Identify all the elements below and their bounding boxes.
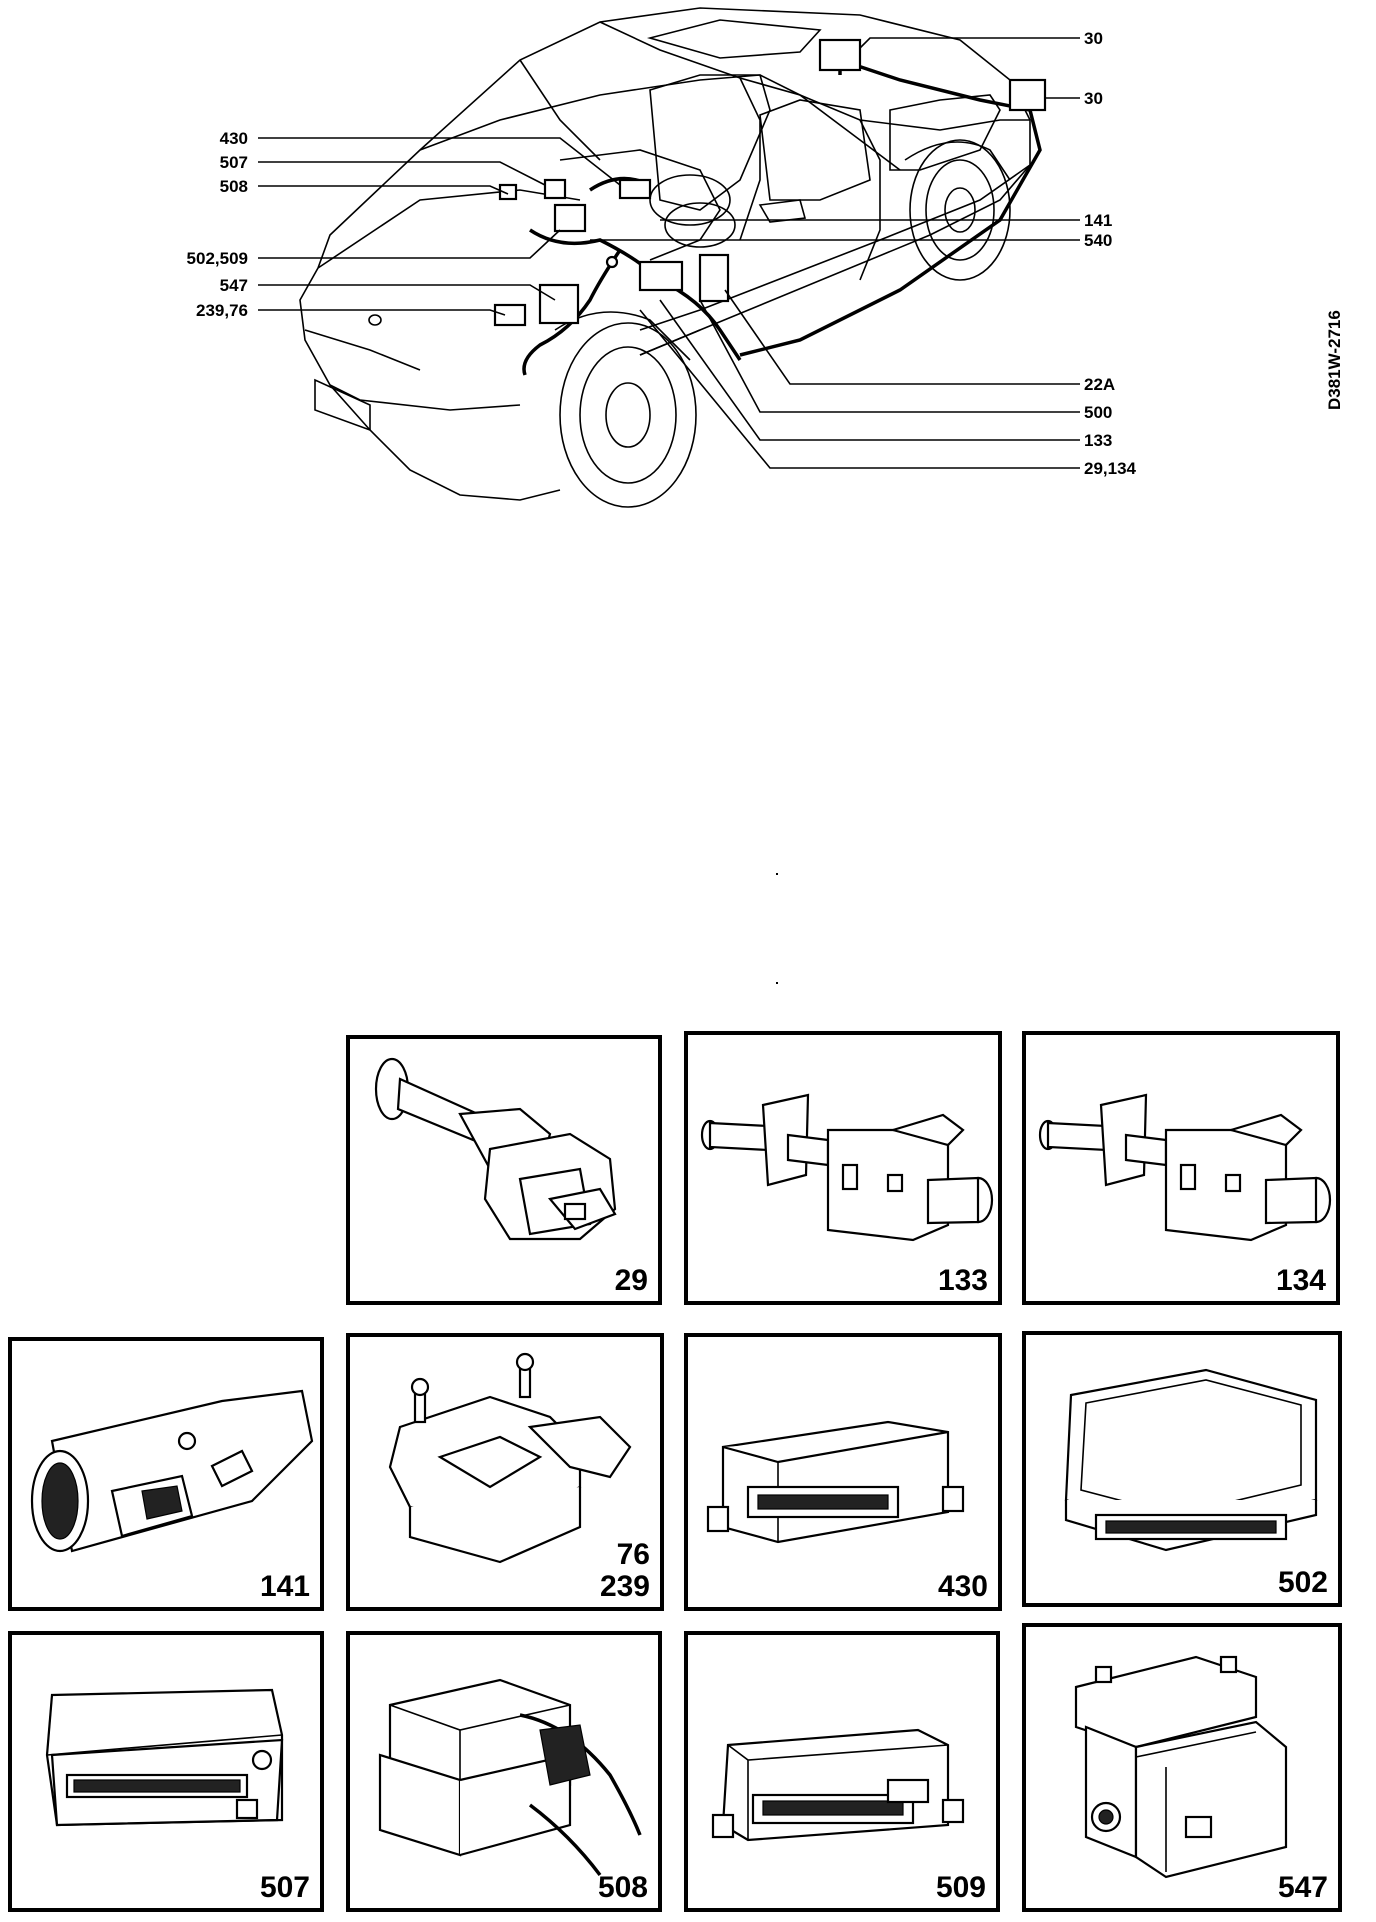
callout-22a: 22A bbox=[1084, 375, 1115, 394]
module-508-drawing bbox=[378, 1678, 642, 1877]
panel-label: 508 bbox=[597, 1871, 648, 1904]
panel-547: 547 bbox=[1022, 1623, 1342, 1912]
panel-507: 507 bbox=[8, 1631, 324, 1912]
panel-29: 29 bbox=[346, 1035, 662, 1305]
callout-500: 500 bbox=[1084, 403, 1112, 422]
callout-430: 430 bbox=[220, 129, 248, 148]
panel-label: 509 bbox=[935, 1871, 986, 1904]
car-components bbox=[493, 38, 1047, 327]
panel-502: 502 bbox=[1022, 1331, 1342, 1607]
panel-label: 547 bbox=[1277, 1871, 1328, 1904]
module-547-drawing bbox=[1074, 1655, 1288, 1879]
callouts-left: 430 507 508 502,509 547 239,76 bbox=[187, 129, 248, 320]
speck bbox=[776, 982, 778, 984]
panel-label: 239 bbox=[599, 1570, 650, 1603]
panel-141: 141 bbox=[8, 1337, 324, 1611]
document-id: D381W-2716 bbox=[1325, 310, 1344, 410]
switch-133-drawing bbox=[700, 1093, 994, 1242]
panel-label: 29 bbox=[614, 1264, 648, 1297]
callout-30-b: 30 bbox=[1084, 89, 1103, 108]
ecu-502-drawing bbox=[1064, 1368, 1318, 1552]
callout-547: 547 bbox=[220, 276, 248, 295]
panel-label: 502 bbox=[1277, 1566, 1328, 1599]
panel-label: 133 bbox=[937, 1264, 988, 1297]
actuator-76-drawing bbox=[388, 1352, 632, 1564]
callout-133: 133 bbox=[1084, 431, 1112, 450]
leader-lines-left bbox=[258, 137, 621, 316]
speck bbox=[776, 873, 778, 875]
ecu-430-drawing bbox=[706, 1420, 965, 1544]
car-outline bbox=[299, 7, 1031, 508]
switch-29-drawing bbox=[374, 1057, 617, 1241]
car-wiring-diagram: 430 507 508 502,509 547 239,76 30 30 141… bbox=[187, 7, 1344, 508]
wiring-harness bbox=[522, 45, 1042, 376]
panel-label: 76 bbox=[616, 1538, 650, 1571]
callout-141: 141 bbox=[1084, 211, 1112, 230]
panel-label: 134 bbox=[1275, 1264, 1326, 1297]
panel-509: 509 bbox=[684, 1631, 1000, 1912]
panel-label: 141 bbox=[259, 1570, 310, 1603]
callout-30-a: 30 bbox=[1084, 29, 1103, 48]
stalk-141-drawing bbox=[30, 1389, 314, 1553]
panel-133: 133 bbox=[684, 1031, 1002, 1305]
panel-label: 507 bbox=[259, 1871, 310, 1904]
ecu-507-drawing bbox=[45, 1688, 284, 1827]
callout-29-134: 29,134 bbox=[1084, 459, 1137, 478]
panel-label: 430 bbox=[937, 1570, 988, 1603]
panel-430: 430 bbox=[684, 1333, 1002, 1611]
callouts-right: 30 30 141 540 22A 500 133 29,134 bbox=[1084, 29, 1137, 478]
panel-508: 508 bbox=[346, 1631, 662, 1912]
callout-508: 508 bbox=[220, 177, 248, 196]
callout-540: 540 bbox=[1084, 231, 1112, 250]
panel-134: 134 bbox=[1022, 1031, 1340, 1305]
ecu-509-drawing bbox=[711, 1728, 965, 1842]
callout-502-509: 502,509 bbox=[187, 249, 248, 268]
switch-134-drawing bbox=[1038, 1093, 1332, 1242]
callout-507: 507 bbox=[220, 153, 248, 172]
callout-239-76: 239,76 bbox=[196, 301, 248, 320]
leader-lines-right bbox=[590, 37, 1080, 469]
panel-76-239: 76 239 bbox=[346, 1333, 664, 1611]
